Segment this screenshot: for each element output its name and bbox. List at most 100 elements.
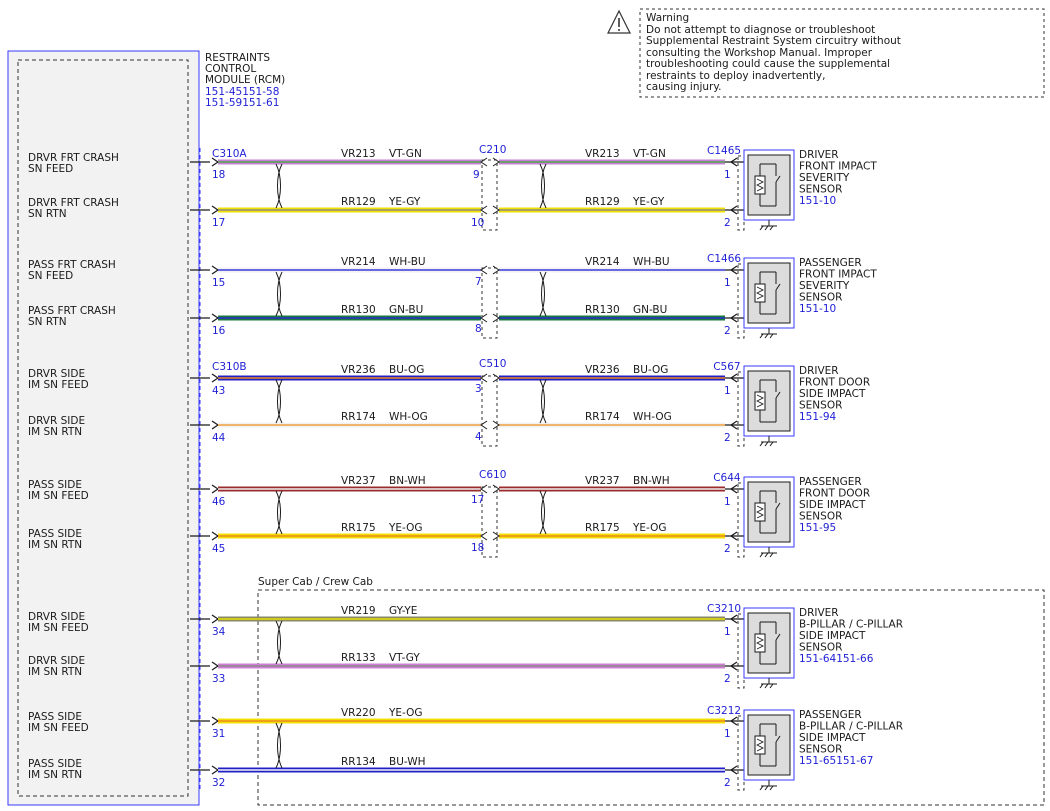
inline-connector-pin: 18 (471, 542, 484, 554)
module-pin-number: 15 (212, 277, 225, 289)
sensor-connector-name: C1466 (707, 253, 741, 265)
sensor-name: FRONT IMPACT (799, 269, 877, 281)
sensor-ref-link[interactable]: 151-94 (799, 411, 837, 423)
pin-arrow (480, 205, 488, 215)
sensor-name: SENSOR (799, 400, 842, 412)
warning-line: Supplemental Restraint System circuitry … (646, 35, 901, 47)
sensor-connector-name: C1465 (707, 145, 741, 157)
ground-icon (759, 780, 777, 791)
sensor-ref-link[interactable]: 151-65151-67 (799, 755, 873, 767)
wire-color-code: WH-OG (389, 411, 428, 423)
sensor-connector-name: C3212 (707, 705, 741, 717)
sensor-pin-number: 1 (724, 626, 731, 638)
twisted-pair-marker (539, 490, 547, 535)
warning-line: consulting the Workshop Manual. Improper (646, 47, 873, 59)
sensor-name: SENSOR (799, 642, 842, 654)
sensor-ref-link[interactable]: 151-10 (799, 195, 836, 207)
ground-icon (759, 678, 777, 689)
module-connector-c310a: C310A (212, 148, 247, 160)
pin-label: IM SN FEED (28, 722, 89, 734)
sensor-ref-link[interactable]: 151-64151-66 (799, 653, 874, 665)
module-ref-link[interactable]: 151-45151-58 (205, 86, 279, 98)
wire-color-code: YE-GY (632, 196, 665, 208)
wire-color-code: BU-OG (389, 364, 424, 376)
pin-arrow (492, 157, 500, 167)
resistor-symbol (754, 391, 766, 411)
circuit-id: VR237 (341, 475, 376, 487)
inline-connector-pin: 4 (475, 431, 482, 443)
pin-label: DRVR FRT CRASH (28, 152, 119, 164)
module-pin-number: 31 (212, 728, 225, 740)
sensor-connector-name: C3210 (707, 603, 741, 615)
pin-arrow (492, 265, 500, 275)
sensor-name: DRIVER (799, 607, 839, 619)
sensor-name: B-PILLAR / C-PILLAR (799, 619, 903, 631)
circuit-id: VR214 (585, 256, 620, 268)
sensor-ref-link[interactable]: 151-10 (799, 303, 836, 315)
twisted-pair-marker (275, 163, 283, 209)
pin-arrow (492, 313, 500, 323)
inline-connector-pin: 9 (473, 169, 480, 181)
sensor-name: SIDE IMPACT (799, 388, 866, 400)
sensor-name: DRIVER (799, 149, 839, 161)
pin-label: DRVR SIDE (28, 415, 85, 427)
pin-arrow (211, 265, 220, 275)
inline-connector-name: C210 (479, 144, 506, 156)
sensor-pin-number: 2 (724, 217, 731, 229)
warning-title: Warning (646, 12, 689, 24)
sensor-name: SENSOR (799, 184, 842, 196)
module-pin-number: 43 (212, 385, 225, 397)
module-pin-number: 46 (212, 496, 226, 508)
sensor-name: PASSENGER (799, 476, 862, 488)
pin-arrow (480, 531, 488, 541)
pin-arrow (211, 614, 220, 624)
pin-arrow (211, 420, 220, 430)
warning-line: Do not attempt to diagnose or troublesho… (646, 24, 875, 36)
wire-color-code: VT-GN (389, 148, 422, 160)
sensor-name: DRIVER (799, 365, 839, 377)
resistor-symbol (754, 735, 766, 755)
pin-arrow (211, 313, 220, 323)
inline-connector-pin: 8 (475, 323, 482, 335)
circuit-id: VR214 (341, 256, 376, 268)
warning-line: troubleshooting could cause the suppleme… (646, 58, 890, 70)
pin-label: DRVR SIDE (28, 611, 85, 623)
pin-arrow (492, 373, 500, 383)
sensor-name: SIDE IMPACT (799, 499, 866, 511)
pin-arrow (480, 265, 488, 275)
option-label: Super Cab / Crew Cab (258, 576, 373, 588)
wire-color-code: GN-BU (633, 304, 667, 316)
module-ref-link[interactable]: 151-59151-61 (205, 97, 279, 109)
sensor-pin-number: 2 (724, 325, 731, 337)
resistor-symbol (754, 175, 766, 195)
sensor-name: PASSENGER (799, 709, 862, 721)
pin-arrow (480, 313, 488, 323)
twisted-pair-marker (275, 271, 283, 317)
pin-arrow (480, 373, 488, 383)
wire-color-code: VT-GN (633, 148, 666, 160)
sensor-pin-number: 2 (724, 543, 731, 555)
twisted-pair-marker (539, 163, 547, 209)
wire-color-code: BU-OG (633, 364, 668, 376)
sensor-connector (737, 371, 745, 447)
wire-color-code: GN-BU (389, 304, 423, 316)
circuit-id: VR213 (341, 148, 376, 160)
ground-icon (759, 328, 777, 339)
circuit-id: RR174 (585, 411, 620, 423)
pin-arrow (480, 157, 488, 167)
sensor-ref-link[interactable]: 151-95 (799, 522, 836, 534)
sensor-pin-number: 1 (724, 496, 731, 508)
sensor-pin-number: 2 (724, 777, 731, 789)
sensor-connector (737, 155, 745, 231)
circuit-id: RR134 (341, 756, 376, 768)
module-pin-number: 32 (212, 777, 225, 789)
inline-connector-pin: 7 (475, 276, 482, 288)
circuit-id: RR175 (585, 522, 620, 534)
